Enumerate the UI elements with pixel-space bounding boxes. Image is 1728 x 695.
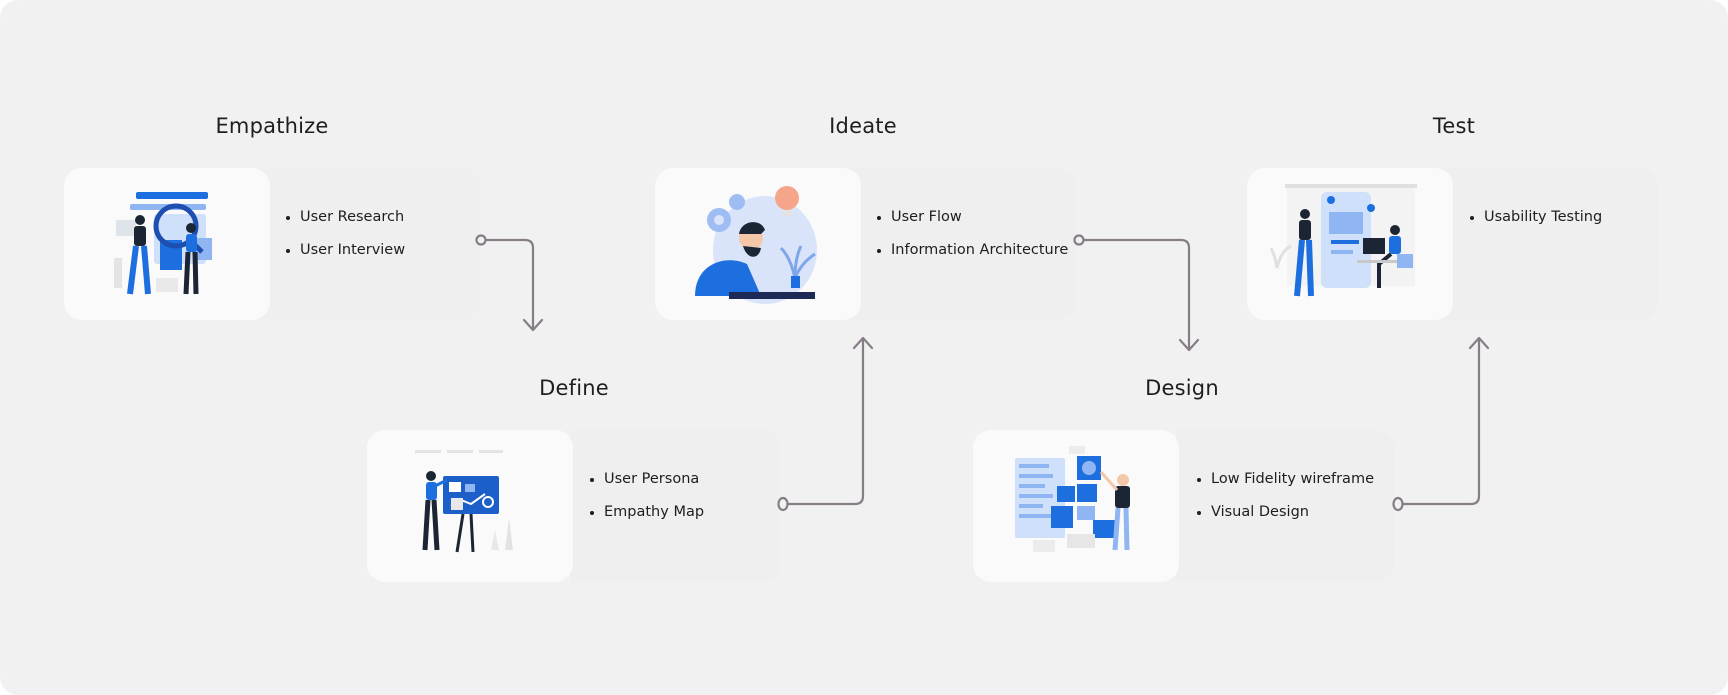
stage-panel-define [570, 430, 780, 582]
list-item: User Interview [284, 242, 405, 259]
stage-panel-ideate [840, 168, 1076, 320]
stage-card-design [973, 430, 1179, 582]
list-item: User Research [284, 209, 405, 226]
stage-panel-design [1176, 430, 1394, 582]
persona-board-illustration [415, 450, 513, 553]
stage-panel-empathize [250, 168, 480, 320]
list-item: User Persona [588, 471, 704, 488]
usability-testing-illustration [1269, 184, 1417, 297]
stage-title-define: Define [539, 376, 609, 400]
research-illustration [114, 192, 212, 295]
list-item: Low Fidelity wireframe [1195, 471, 1374, 488]
list-item: Empathy Map [588, 504, 704, 521]
stage-title-empathize: Empathize [215, 114, 329, 138]
stage-list-test: Usability Testing [1468, 209, 1602, 242]
list-item: Usability Testing [1468, 209, 1602, 226]
stage-card-define [367, 430, 573, 582]
connector-define-ideate [777, 336, 874, 512]
stage-card-test [1247, 168, 1453, 320]
stage-list-empathize: User Research User Interview [284, 209, 405, 275]
connector-empathize-define [475, 234, 544, 332]
stage-card-empathize [64, 168, 270, 320]
list-item: Visual Design [1195, 504, 1374, 521]
stage-title-ideate: Ideate [829, 114, 897, 138]
stage-list-define: User Persona Empathy Map [588, 471, 704, 537]
stage-list-design: Low Fidelity wireframe Visual Design [1195, 471, 1374, 537]
stage-title-test: Test [1432, 114, 1476, 138]
stage-title-design: Design [1145, 376, 1219, 400]
wireframe-design-illustration [1015, 446, 1130, 552]
stage-panel-test [1436, 168, 1658, 320]
connector-ideate-design [1073, 234, 1200, 352]
thinking-idea-illustration [695, 186, 817, 304]
stage-list-ideate: User Flow Information Architecture [875, 209, 1068, 275]
stage-card-ideate [655, 168, 861, 320]
list-item: Information Architecture [875, 242, 1068, 259]
list-item: User Flow [875, 209, 1068, 226]
connector-design-test [1392, 336, 1490, 512]
